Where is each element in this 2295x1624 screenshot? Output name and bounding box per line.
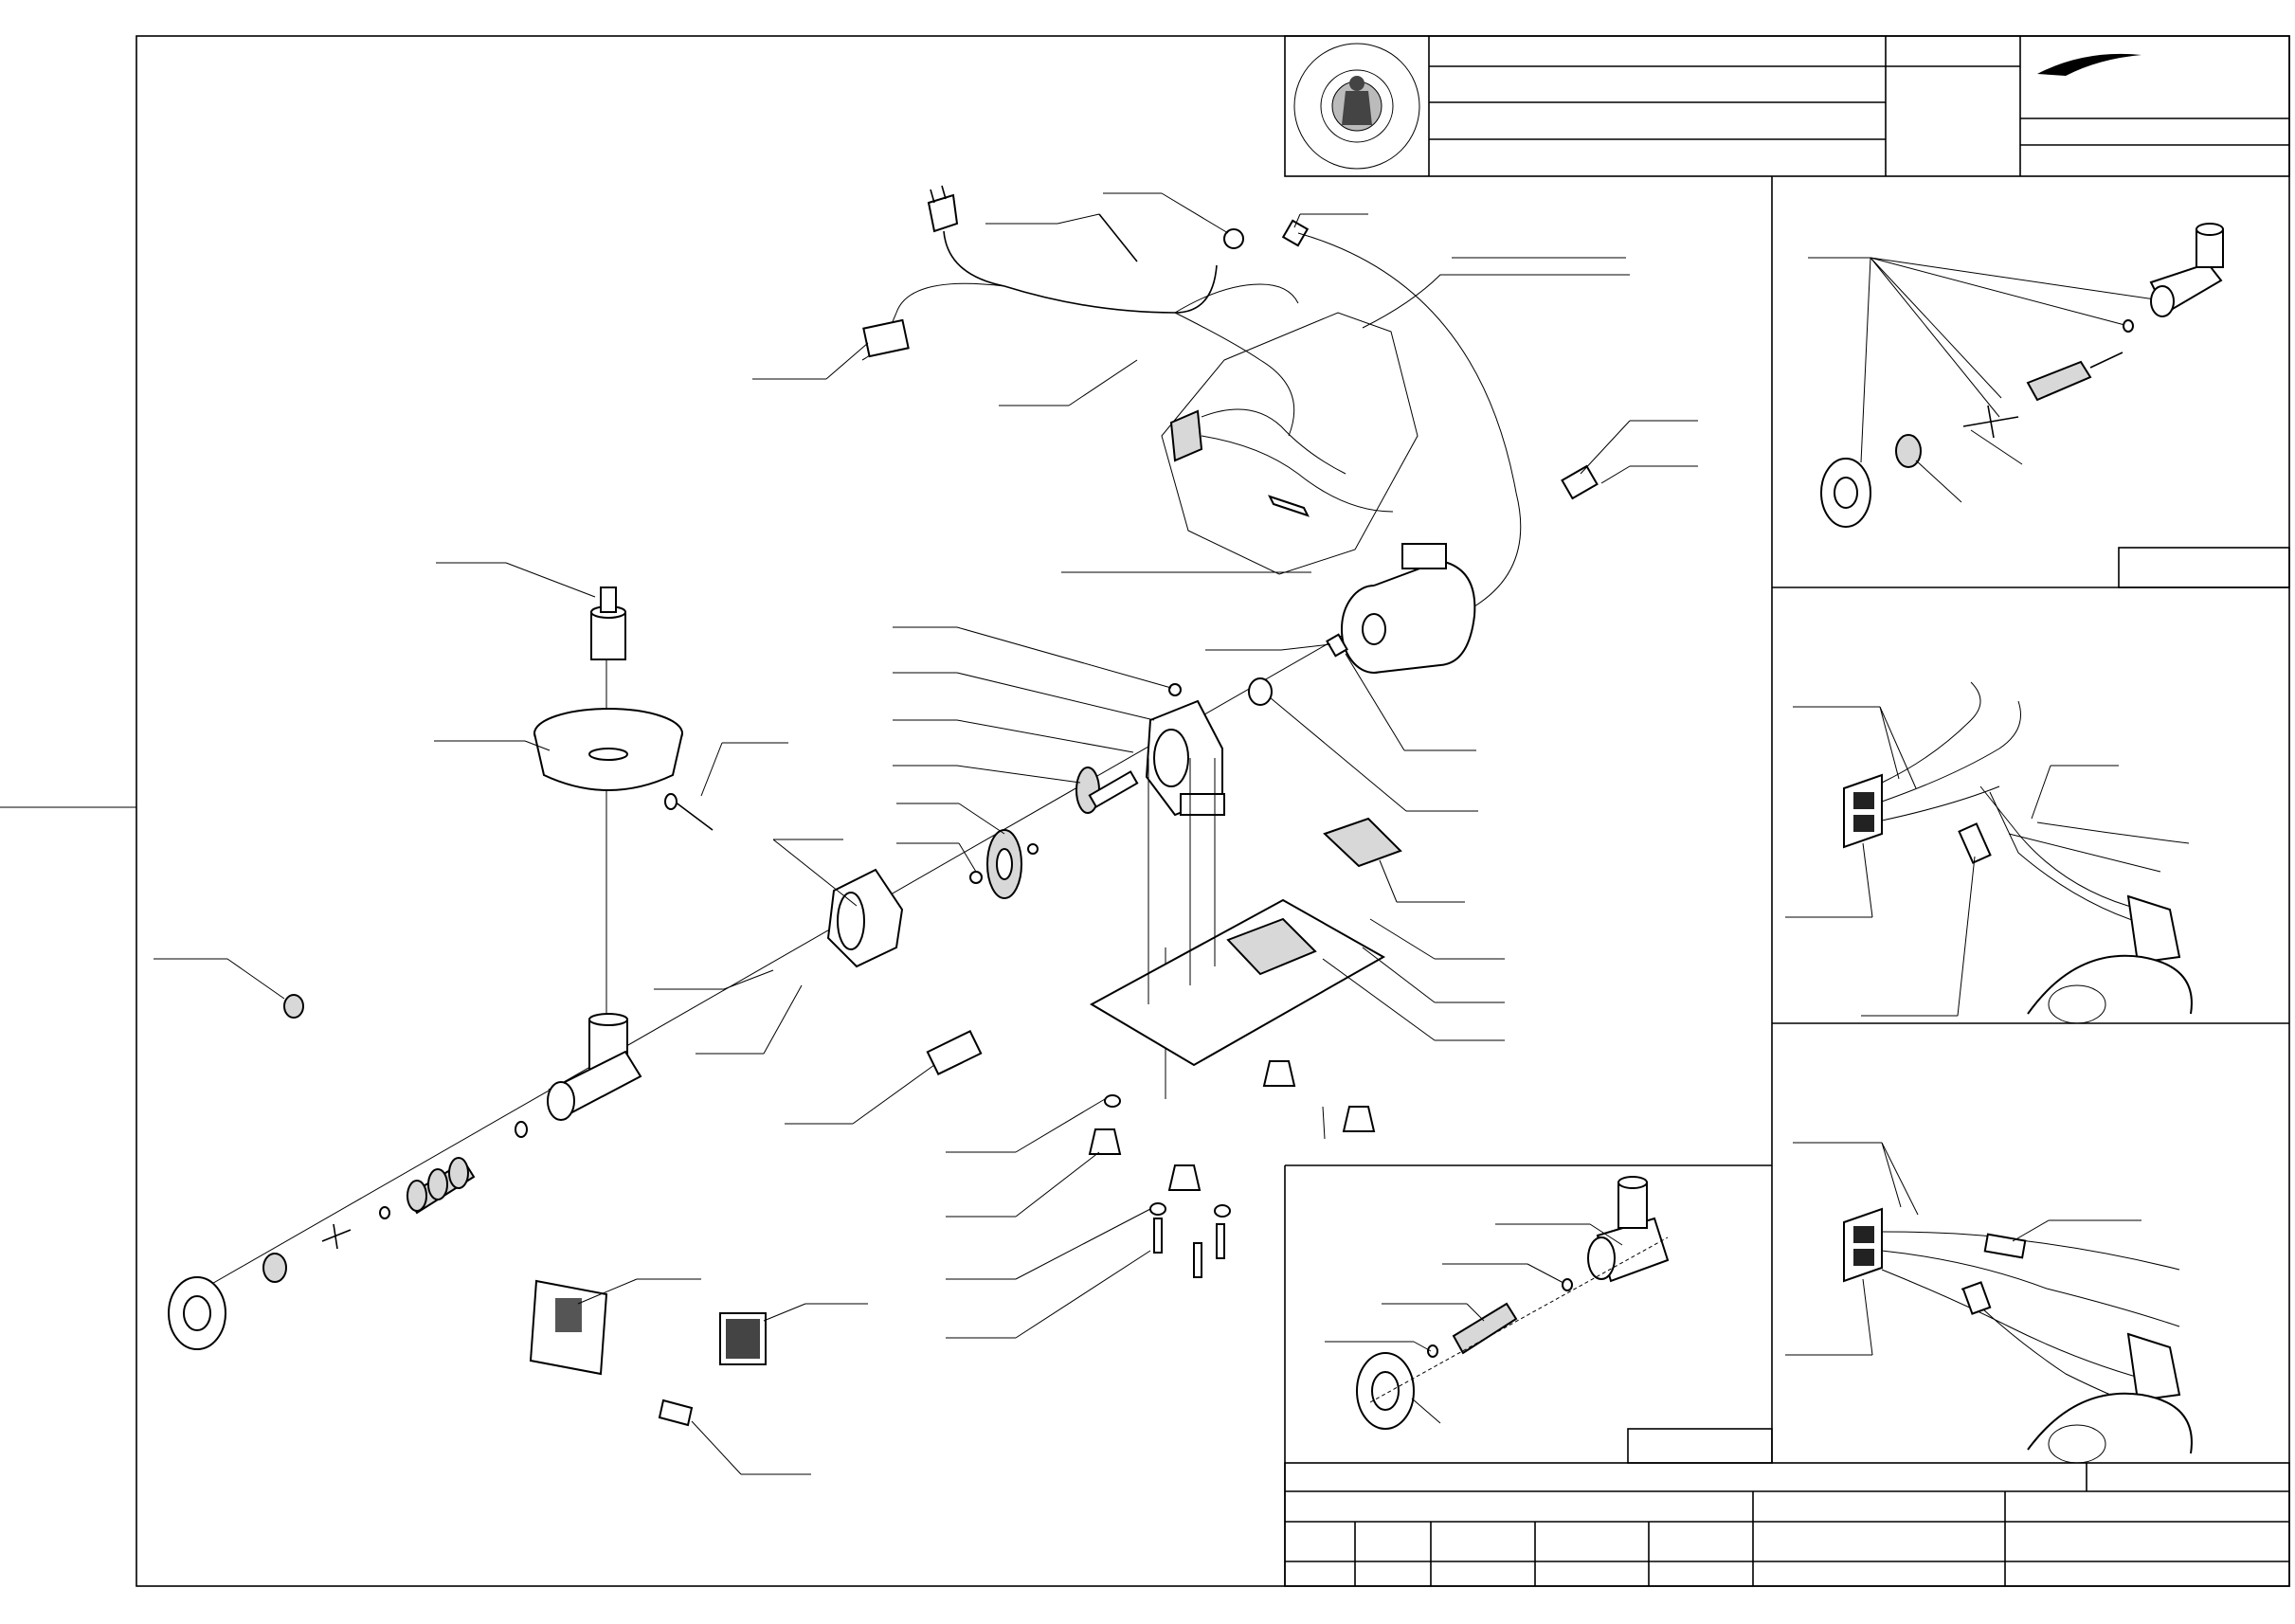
plug-icon [927,185,959,233]
worm-screw [406,1157,476,1215]
brand-logo-icon [2037,53,2141,76]
brand-sticker [926,1030,983,1075]
gearbox-housing [1145,683,1225,817]
seal-icon [1293,43,1420,170]
hopper-tray [533,708,683,791]
grinder-body [547,1013,642,1121]
assembly-panel [1325,1176,1670,1430]
detail-a-outline [1161,312,1419,575]
motor [1341,543,1476,674]
base-plate [1089,758,1402,1067]
weg-220-panel [1785,681,2193,1024]
title-block-top [1284,35,2290,177]
title-block-bottom [1284,1462,2290,1587]
weg-110-panel [1785,1142,2193,1464]
label-plate [862,318,910,358]
drawing-border [136,35,2290,1587]
kit-panel [1808,223,2224,528]
front-housing [826,868,904,968]
main-exploded-view [154,185,1698,1475]
right-panels-frame [1284,176,2290,1586]
